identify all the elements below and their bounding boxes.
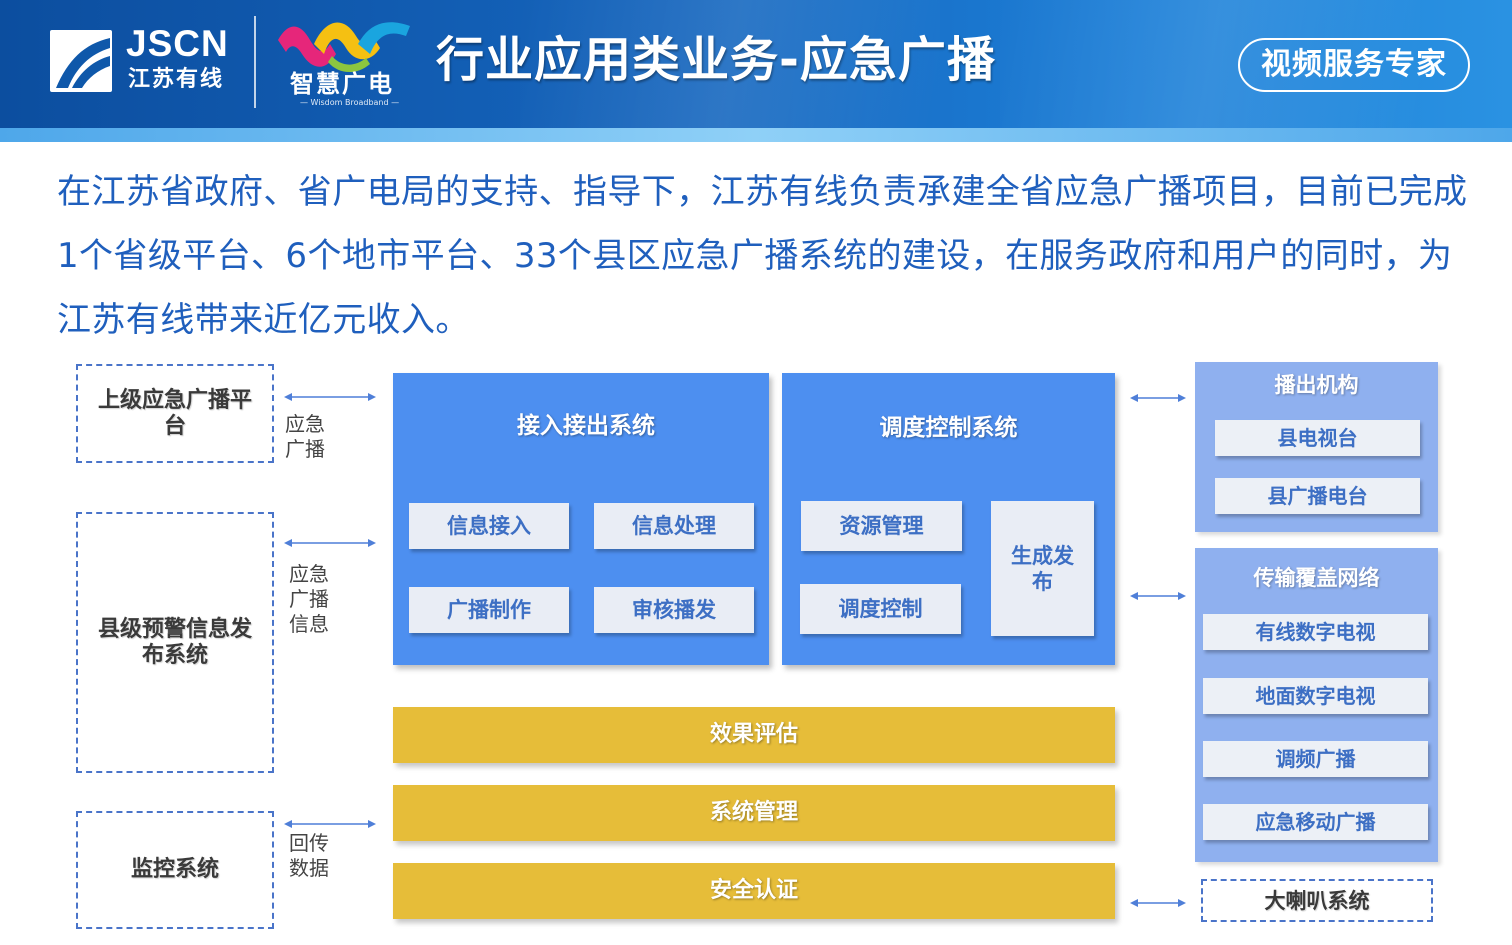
slogan-badge: 视频服务专家 xyxy=(1238,38,1470,92)
monitor-system-label: 监控系统 xyxy=(130,857,219,882)
page-title: 行业应用类业务-应急广播 xyxy=(436,32,996,88)
access-item-broadcast-make: 广播制作 xyxy=(409,587,569,633)
speaker-system-label: 大喇叭系统 xyxy=(1264,888,1370,913)
bar-effect-evaluation: 效果评估 xyxy=(393,707,1115,763)
wisdom-broadband-logo-icon xyxy=(274,14,414,76)
jscn-logo-text: JSCN xyxy=(126,23,229,64)
broadcast-org-title: 播出机构 xyxy=(1274,373,1359,397)
county-warning-label: 县级预警信息发布系统 xyxy=(97,616,252,668)
dispatch-item-resource: 资源管理 xyxy=(801,501,962,551)
upper-platform-label: 上级应急广播平台 xyxy=(97,387,252,439)
monitor-system-box: 监控系统 xyxy=(76,811,274,929)
monitor-link-label: 回传数据 xyxy=(289,831,329,880)
dispatch-item-control: 调度控制 xyxy=(800,584,961,634)
arrow-transmission xyxy=(1130,592,1186,600)
county-warning-link-label: 应急广播信息 xyxy=(289,562,329,636)
speaker-system-box: 大喇叭系统 xyxy=(1201,879,1433,922)
net-item-terrestrial-dtv: 地面数字电视 xyxy=(1203,678,1428,714)
wisdom-broadband-chinese: 智慧广电 xyxy=(290,70,394,98)
org-item-county-tv: 县电视台 xyxy=(1215,420,1420,456)
org-item-county-radio: 县广播电台 xyxy=(1215,478,1420,514)
county-warning-box: 县级预警信息发布系统 xyxy=(76,512,274,773)
net-item-mobile-broadcast: 应急移动广播 xyxy=(1203,804,1428,840)
arrow-upper-platform xyxy=(284,393,376,401)
bar-system-management: 系统管理 xyxy=(393,785,1115,841)
bar-security-auth: 安全认证 xyxy=(393,863,1115,919)
access-item-info-process: 信息处理 xyxy=(594,503,754,549)
access-system-title: 接入接出系统 xyxy=(517,413,655,439)
upper-platform-link-label: 应急广播 xyxy=(285,412,325,461)
arrow-monitor xyxy=(284,820,376,828)
wisdom-broadband-english: — Wisdom Broadband — xyxy=(300,98,400,107)
dispatch-system-title: 调度控制系统 xyxy=(879,415,1018,441)
net-item-fm-radio: 调频广播 xyxy=(1203,741,1428,777)
header-stripe xyxy=(0,128,1512,142)
upper-platform-box: 上级应急广播平台 xyxy=(76,364,274,463)
arrow-speaker xyxy=(1130,899,1186,907)
intro-paragraph: 在江苏省政府、省广电局的支持、指导下，江苏有线负责承建全省应急广播项目，目前已完… xyxy=(57,172,1468,340)
arrow-county-warning xyxy=(284,539,376,547)
net-item-cable-dtv: 有线数字电视 xyxy=(1203,614,1428,650)
access-item-info-in: 信息接入 xyxy=(409,503,569,549)
arrow-broadcast-org xyxy=(1130,394,1186,402)
jscn-logo-icon xyxy=(50,30,112,92)
access-item-review-publish: 审核播发 xyxy=(594,587,754,633)
dispatch-item-generate: 生成发布 xyxy=(991,501,1094,636)
jscn-logo-chinese: 江苏有线 xyxy=(128,67,225,92)
transmission-title: 传输覆盖网络 xyxy=(1253,566,1380,590)
logo-divider xyxy=(254,16,256,108)
